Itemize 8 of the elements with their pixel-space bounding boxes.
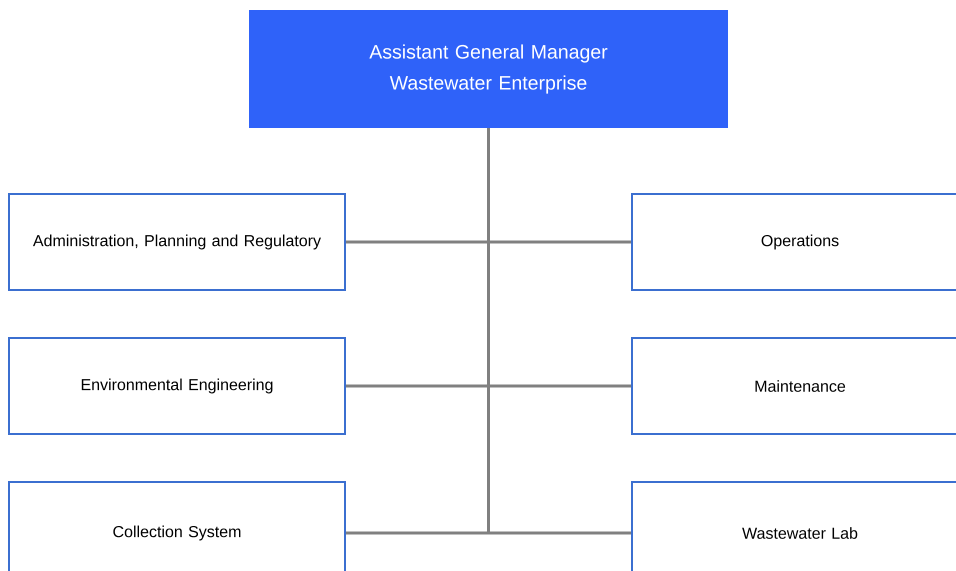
department-box: Maintenance <box>631 337 956 435</box>
connector-line <box>487 128 631 534</box>
manager-box: Assistant General Manager Wastewater Enterprise <box>249 10 728 128</box>
department-box: Environmental Engineering <box>8 337 346 435</box>
department-box: Collection System <box>8 481 346 571</box>
department-box: Wastewater Lab <box>631 481 956 571</box>
department-box: Administration, Planning and Regulatory <box>8 193 346 291</box>
department-box: Operations <box>631 193 956 291</box>
